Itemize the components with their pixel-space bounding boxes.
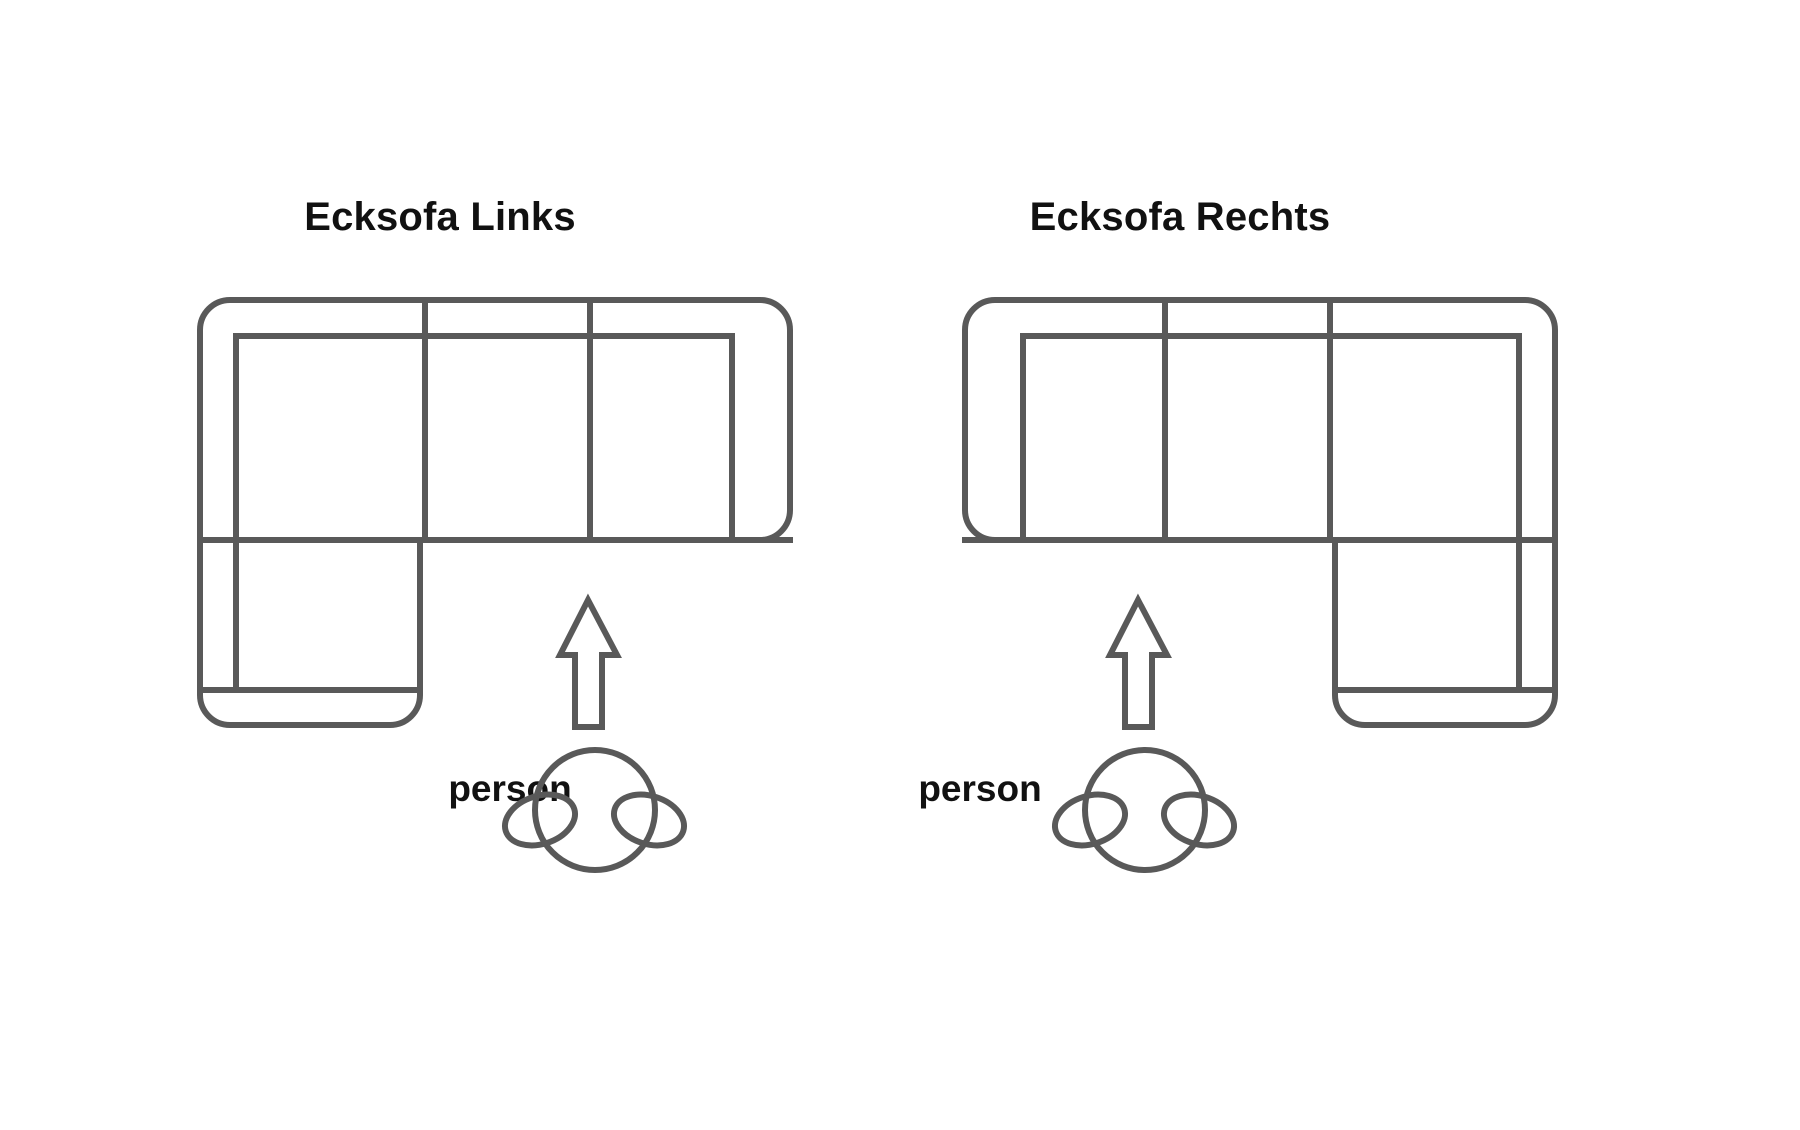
- sofa-right-outline: [962, 297, 1558, 728]
- person-label-left: person: [448, 768, 572, 809]
- person-shoulder-left-icon-left: [501, 791, 579, 849]
- person-head-circle-icon-right: [1082, 747, 1208, 873]
- person-group-left: [501, 593, 688, 873]
- sofa-left-group: [197, 297, 793, 728]
- arrow-up-icon-left: [555, 593, 622, 730]
- person-shoulder-right-icon-left: [610, 791, 688, 849]
- person-label-right: person: [918, 768, 1042, 809]
- arrow-up-icon-right: [1105, 593, 1172, 730]
- person-group-right: [1051, 593, 1238, 873]
- person-shoulder-right-icon-right: [1160, 791, 1238, 849]
- sofa-title-right: Ecksofa Rechts: [1029, 195, 1331, 239]
- sofa-right-inner-rail: [1020, 333, 1522, 537]
- sofa-right-group: [962, 297, 1558, 728]
- person-shoulder-left-icon-right: [1051, 791, 1129, 849]
- person-head-circle-icon-left: [532, 747, 658, 873]
- sofa-left-inner-rail: [233, 333, 735, 537]
- sofa-title-left: Ecksofa Links: [304, 195, 576, 239]
- sofa-left-outline: [197, 297, 793, 728]
